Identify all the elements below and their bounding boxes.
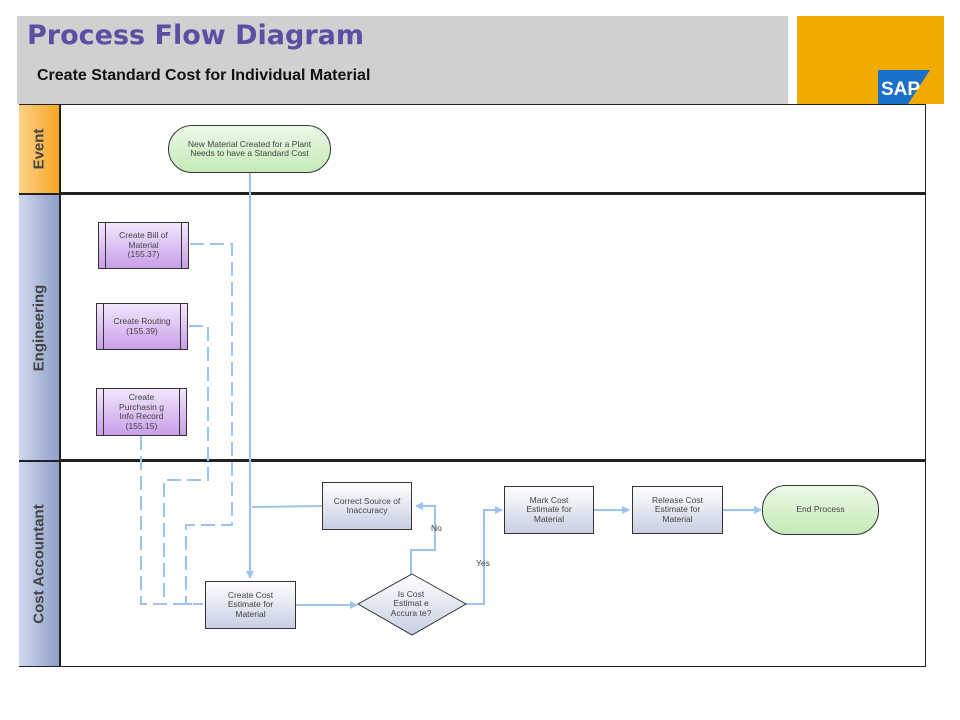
end-process-node: End Process [762,485,879,535]
connector-decision-yes [466,506,503,605]
start-event-node: New Material Created for a Plant Needs t… [168,125,331,173]
header-bar [17,16,788,104]
create-purchasing-info-record-node: Create Purchasin g Info Record (155.15) [96,388,187,436]
create-routing-node: Create Routing (155.39) [96,303,188,350]
mark-cost-estimate-node: Mark Cost Estimate for Material [504,486,594,534]
lane-divider [19,459,926,462]
create-cost-estimate-node: Create Cost Estimate for Material [205,581,296,629]
lane-label-cost-accountant: Cost Accountant [19,462,61,666]
page-subtitle: Create Standard Cost for Individual Mate… [37,67,371,84]
lane-divider [19,192,926,195]
svg-text:SAP: SAP [881,79,920,100]
connector-correct-to-create-cost [251,505,323,508]
sap-logo: SAP [878,70,930,104]
logo-panel [797,16,944,104]
decision-node-label: Is Cost Estimat e Accura te? [390,588,432,618]
correct-source-node: Correct Source of Inaccuracy [322,482,412,530]
edge-label-yes: Yes [476,558,490,568]
page-title: Process Flow Diagram [27,20,364,51]
connector-routing-dashed [163,325,209,604]
create-bill-of-material-node: Create Bill of Material (155.37) [98,222,189,269]
lane-label-event: Event [19,105,61,193]
connector-bom-dashed [185,243,233,605]
connector-decision-no [410,502,436,575]
edge-label-no: No [431,523,442,533]
lane-label-engineering: Engineering [19,195,61,460]
connector-purchasing-dashed [140,436,200,605]
release-cost-estimate-node: Release Cost Estimate for Material [632,486,723,534]
